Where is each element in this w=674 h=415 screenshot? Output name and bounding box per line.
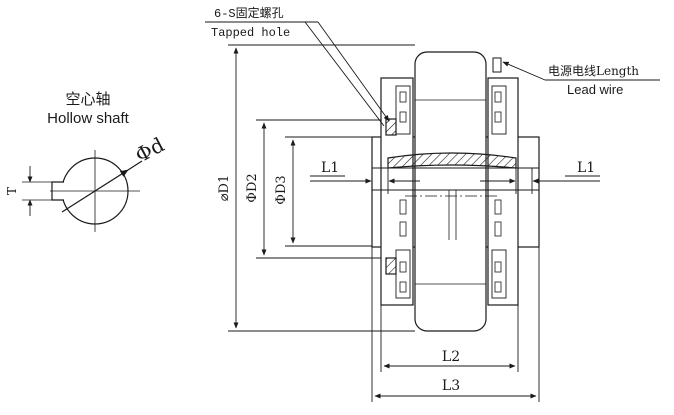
tapped-hole-leader-2 bbox=[304, 21, 385, 127]
l1-left-label: L1 bbox=[321, 160, 339, 176]
left-pad-bot-2 bbox=[399, 281, 407, 293]
l1-right-label: L1 bbox=[577, 160, 595, 176]
tapped-hole-bottom bbox=[385, 257, 397, 275]
right-pad-bot bbox=[494, 261, 502, 273]
lead-wire-cn-label: 电源电线Length bbox=[548, 64, 639, 78]
left-pad-mid-top bbox=[399, 199, 407, 215]
lead-wire-stub bbox=[492, 57, 502, 73]
right-stack-top bbox=[491, 85, 507, 135]
lead-wire-en-label: Lead wire bbox=[567, 82, 623, 97]
tapped-hole-top bbox=[385, 118, 397, 136]
right-flange bbox=[487, 77, 519, 306]
clutch-body bbox=[371, 51, 540, 332]
tapped-hole-en-label: Tapped hole bbox=[211, 26, 290, 40]
right-pad-top-2 bbox=[494, 111, 502, 123]
left-pad-top-2 bbox=[399, 111, 407, 123]
right-pad-mid-bot bbox=[494, 221, 502, 237]
tapped-hole-cn-label: 6-S固定螺孔 bbox=[214, 5, 284, 21]
lead-wire-callout bbox=[502, 61, 660, 81]
hollow-shaft-cn-label: 空心轴 bbox=[65, 90, 110, 108]
d2-label: ΦD2 bbox=[245, 173, 260, 202]
left-pad-top bbox=[399, 91, 407, 103]
right-pad-mid-top bbox=[494, 199, 502, 215]
left-pad-bot bbox=[399, 261, 407, 273]
left-stack-top bbox=[395, 85, 411, 135]
tapped-hole-leader-1 bbox=[317, 21, 390, 122]
t-label: T bbox=[5, 187, 19, 195]
phi-d-leader bbox=[61, 169, 129, 213]
hollow-shaft-detail bbox=[22, 150, 143, 232]
horizontal-dimensions bbox=[371, 247, 540, 402]
d1-label: ⌀D1 bbox=[217, 175, 232, 202]
tapped-hole-callout bbox=[205, 21, 390, 127]
right-pad-bot-2 bbox=[494, 281, 502, 293]
l2-label: L2 bbox=[442, 349, 460, 365]
l1-dimensions bbox=[310, 168, 600, 194]
l3-label: L3 bbox=[442, 378, 460, 394]
phi-d-label: Φd bbox=[131, 132, 168, 167]
vertical-dimensions bbox=[228, 44, 415, 332]
d3-label: ΦD3 bbox=[274, 175, 289, 204]
central-rotor bbox=[414, 51, 487, 332]
left-pad-mid-bot bbox=[399, 221, 407, 237]
phi-d-leader-ext bbox=[127, 160, 143, 171]
hollow-shaft-en-label: Hollow shaft bbox=[47, 110, 130, 127]
right-pad-top bbox=[494, 91, 502, 103]
lead-wire-leader bbox=[502, 61, 546, 81]
right-stack-bottom bbox=[491, 249, 507, 299]
